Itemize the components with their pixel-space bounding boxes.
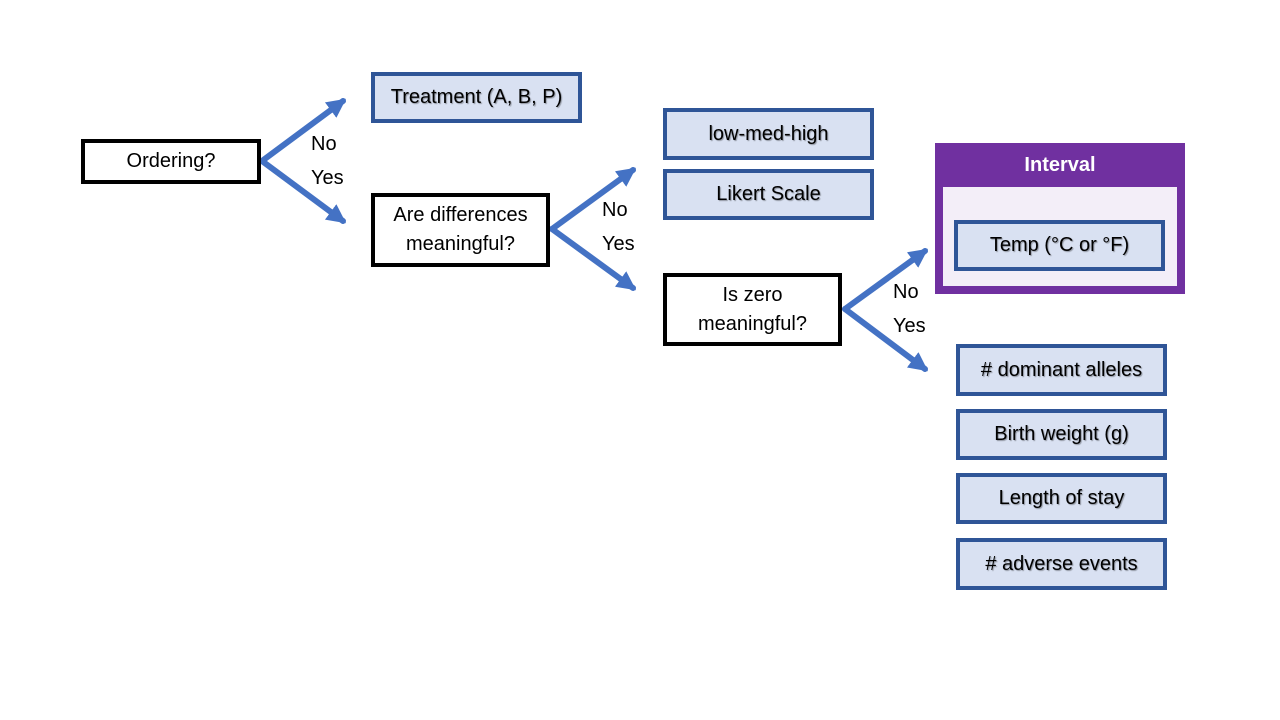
leaf-treatment-text: Treatment (A, B, P) <box>390 86 563 108</box>
interval-group: Interval <box>935 143 1185 294</box>
leaf-temp-text: Temp (°C or °F) <box>989 234 1130 256</box>
arrow-zero-yes <box>842 306 929 372</box>
leaf-likert-scale: Likert Scale <box>663 169 874 220</box>
differences-no-label: No <box>602 199 628 221</box>
leaf-likert-scale-text: Likert Scale <box>716 183 821 205</box>
ordering-question-text: Ordering? <box>126 150 216 172</box>
arrow-differences-no <box>549 167 637 232</box>
leaf-length-of-stay: Length of stay <box>956 473 1167 524</box>
leaf-low-med-high-text: low-med-high <box>708 122 829 145</box>
arrow-ordering-no <box>259 98 347 164</box>
leaf-temp: Temp (°C or °F) <box>954 220 1165 271</box>
leaf-length-of-stay-text: Length of stay <box>998 487 1125 509</box>
leaf-birth-weight: Birth weight (g) <box>956 409 1167 460</box>
arrow-ordering-yes <box>259 158 347 224</box>
zero-question-node: Is zero meaningful? <box>663 273 842 346</box>
zero-question-line1: Is zero <box>722 283 783 306</box>
ordering-no-label: No <box>311 133 337 155</box>
ordering-question-node: Ordering? <box>81 139 261 184</box>
differences-question-node: Are differences meaningful? <box>371 193 550 267</box>
arrow-differences-yes <box>549 226 637 291</box>
ordering-yes-label: Yes <box>311 167 344 189</box>
leaf-treatment: Treatment (A, B, P) <box>371 72 582 123</box>
differences-question-line1: Are differences <box>393 204 528 226</box>
leaf-birth-weight-text: Birth weight (g) <box>994 423 1129 445</box>
zero-question-line2: meaningful? <box>698 312 807 335</box>
differences-question-line2: meaningful? <box>406 233 515 255</box>
zero-no-label: No <box>893 281 919 303</box>
interval-title: Interval <box>1024 153 1096 176</box>
leaf-adverse-events: # adverse events <box>956 538 1167 590</box>
leaf-dominant-alleles-text: # dominant alleles <box>980 358 1143 381</box>
differences-yes-label: Yes <box>602 233 635 255</box>
zero-yes-label: Yes <box>893 315 926 337</box>
leaf-adverse-events-text: # adverse events <box>985 552 1138 575</box>
arrow-zero-no <box>842 248 929 312</box>
leaf-dominant-alleles: # dominant alleles <box>956 344 1167 396</box>
leaf-low-med-high: low-med-high <box>663 108 874 160</box>
